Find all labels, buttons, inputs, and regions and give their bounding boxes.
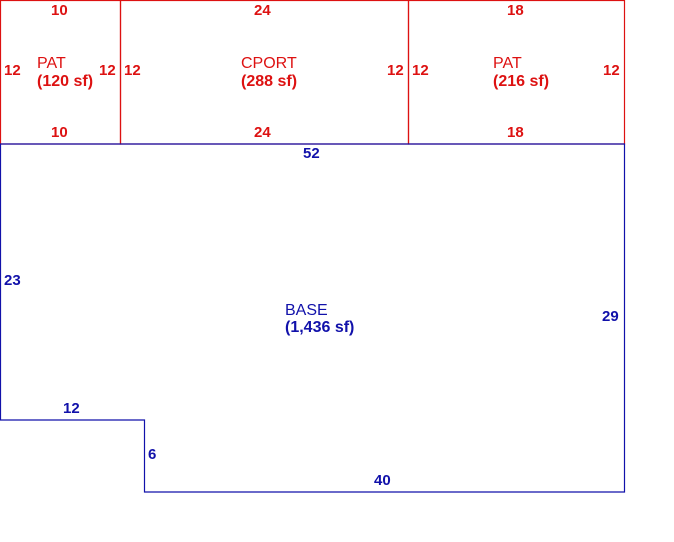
base-area-name: BASE xyxy=(285,302,328,319)
base-left-dim: 23 xyxy=(4,272,21,289)
cport-top-dim: 24 xyxy=(254,2,271,19)
pat-left-area-size: (120 sf) xyxy=(37,73,94,90)
base-outline xyxy=(0,143,626,493)
cport-right-dim: 12 xyxy=(387,62,404,79)
cport-area-size: (288 sf) xyxy=(241,73,298,90)
base-right-dim: 29 xyxy=(602,308,619,325)
pat-right-area-size: (216 sf) xyxy=(493,73,550,90)
pat-left-area-name: PAT xyxy=(37,55,66,72)
pat-right-left-dim: 12 xyxy=(412,62,429,79)
cport-area-name: CPORT xyxy=(241,55,297,72)
cport-left-dim: 12 xyxy=(124,62,141,79)
pat-right-top-dim: 18 xyxy=(507,2,524,19)
cport-bottom-dim: 24 xyxy=(254,124,271,141)
pat-right-bottom-dim: 18 xyxy=(507,124,524,141)
pat-left-right-dim: 12 xyxy=(99,62,116,79)
base-bottom-dim: 40 xyxy=(374,472,391,489)
pat-right-right-dim: 12 xyxy=(603,62,620,79)
base-notch-top-dim: 12 xyxy=(63,400,80,417)
base-notch-side-dim: 6 xyxy=(148,446,157,463)
pat-right-area-name: PAT xyxy=(493,55,522,72)
pat-left-left-dim: 12 xyxy=(4,62,21,79)
base-area-size: (1,436 sf) xyxy=(285,319,355,336)
pat-left-top-dim: 10 xyxy=(51,2,68,19)
base-top-dim: 52 xyxy=(303,145,320,162)
pat-left-bottom-dim: 10 xyxy=(51,124,68,141)
